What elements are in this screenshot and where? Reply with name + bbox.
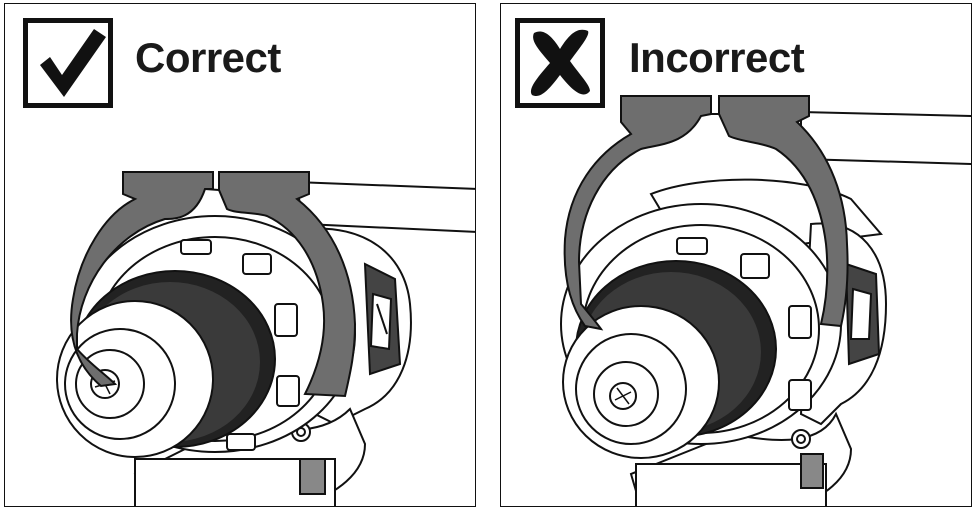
correct-label: Correct <box>135 34 281 81</box>
chuck <box>562 305 720 459</box>
incorrect-illustration <box>560 95 971 506</box>
correct-illustration <box>56 171 475 506</box>
checkbox-badge <box>23 18 113 108</box>
chuck <box>56 300 214 458</box>
correct-panel: Correct <box>4 3 476 507</box>
checkmark-icon <box>40 29 106 97</box>
incorrect-label: Incorrect <box>629 34 805 81</box>
cross-icon <box>530 29 590 97</box>
clamp-collar <box>70 171 357 398</box>
drill-body <box>133 227 412 506</box>
checkbox-badge <box>515 18 605 108</box>
incorrect-panel: Incorrect <box>500 3 972 507</box>
clamp-collar <box>563 95 849 331</box>
side-handle-bar <box>800 110 971 165</box>
